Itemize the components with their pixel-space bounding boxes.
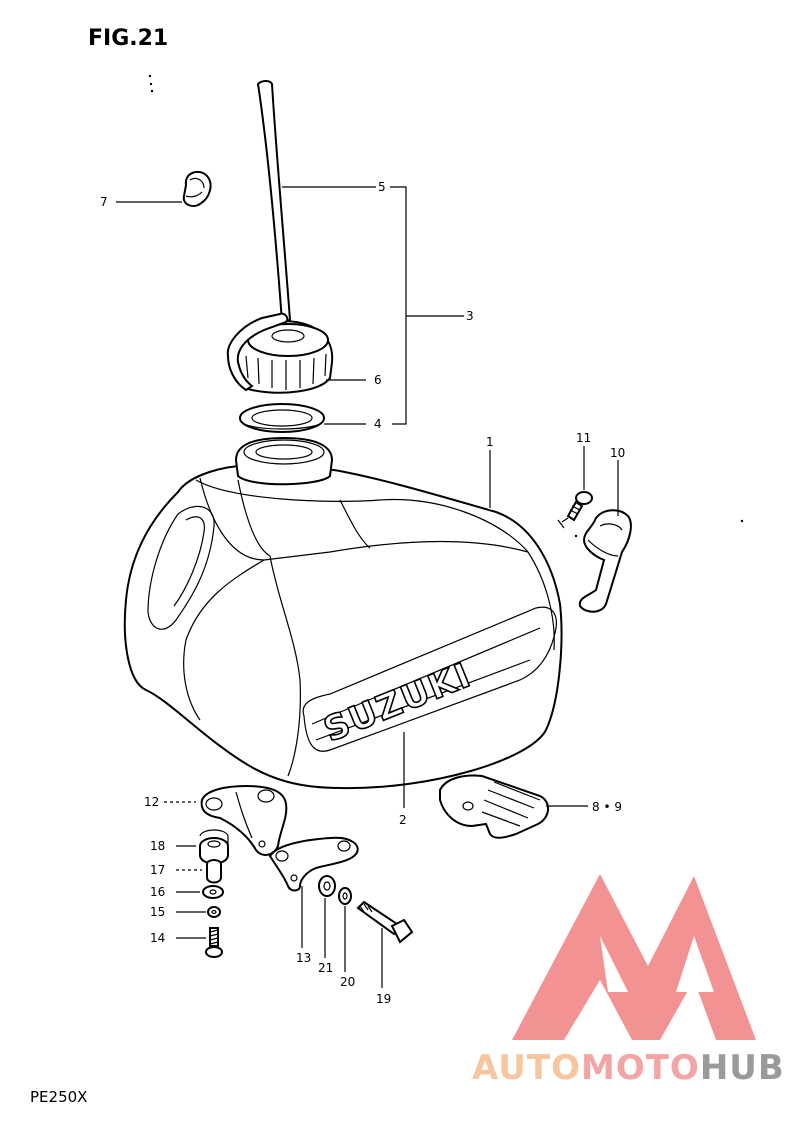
part-7-clip	[182, 170, 212, 207]
watermark-logo-icon	[512, 874, 756, 1040]
callout-14: 14	[150, 931, 165, 945]
callout-2: 2	[399, 813, 407, 827]
title-dots	[148, 74, 154, 93]
callout-12: 12	[144, 795, 159, 809]
callout-1: 1	[486, 435, 494, 449]
callout-19: 19	[376, 992, 391, 1006]
part-16-washer	[202, 885, 224, 899]
callout-5: 5	[378, 180, 386, 194]
part-4-gasket	[239, 403, 325, 433]
callout-17: 17	[150, 863, 165, 877]
part-5-breather-hose	[256, 80, 292, 324]
part-18-bush	[199, 829, 229, 865]
part-11-bolt	[557, 491, 593, 529]
callout-20: 20	[340, 975, 355, 989]
part-21-washer	[318, 875, 336, 897]
part-10-strap	[578, 509, 632, 613]
part-12-bracket	[200, 784, 288, 856]
callout-6: 6	[374, 373, 382, 387]
part-13-bracket	[268, 836, 359, 892]
model-code: PE250X	[30, 1088, 88, 1106]
part-14-bolt	[205, 927, 223, 958]
callout-labels: 7 5 3 6 4 1 11 10 2 8 • 9 12 18 17 16 15…	[100, 180, 625, 1006]
callout-7: 7	[100, 195, 108, 209]
watermark-text: AUTOMOTOHUB	[472, 1048, 785, 1088]
part-20-lock-washer	[338, 887, 352, 905]
part-8-9-cushion	[439, 774, 549, 839]
callout-13: 13	[296, 951, 311, 965]
callout-16: 16	[150, 885, 165, 899]
callout-15: 15	[150, 905, 165, 919]
callout-18: 18	[150, 839, 165, 853]
callout-8-9: 8 • 9	[592, 800, 622, 814]
part-15-lock-washer	[207, 906, 221, 918]
watermark-hub: HUB	[699, 1048, 785, 1088]
part-17-collar	[206, 859, 222, 884]
callout-21: 21	[318, 961, 333, 975]
part-1-fuel-tank: SUZUKI	[123, 436, 563, 790]
figure-title: FIG.21	[88, 26, 169, 51]
part-6-fuel-cap	[226, 312, 334, 394]
part-19-bolt	[356, 900, 414, 944]
callout-4: 4	[374, 417, 382, 431]
callout-11: 11	[576, 431, 591, 445]
watermark-moto: MOTO	[580, 1048, 700, 1088]
leader-lines	[116, 186, 619, 988]
watermark-auto: AUTO	[472, 1048, 581, 1088]
callout-10: 10	[610, 446, 625, 460]
callout-3: 3	[466, 309, 474, 323]
